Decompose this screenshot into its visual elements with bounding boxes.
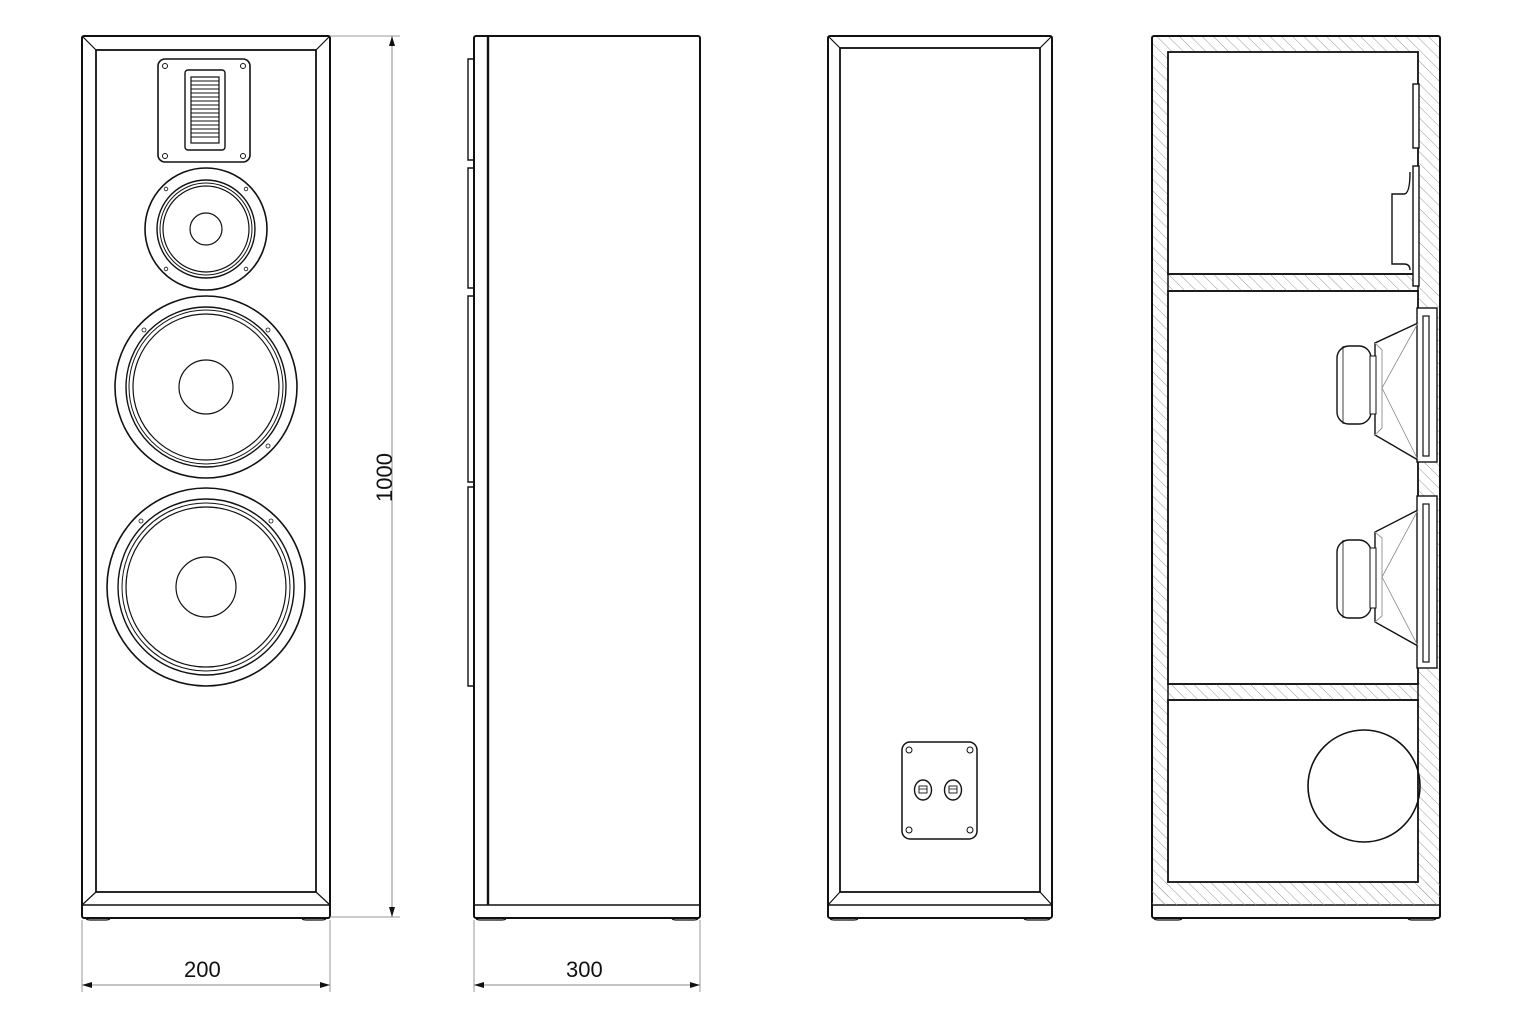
front-cabinet-outline	[81, 35, 331, 919]
rear-cabinet-outline	[827, 35, 1053, 919]
foot-icon	[301, 917, 327, 921]
height-dimension-label: 1000	[372, 453, 397, 502]
woofer-driver-section	[1336, 495, 1438, 669]
side-cabinet-outline	[473, 35, 701, 919]
side-view	[467, 35, 701, 921]
woofer-1	[114, 295, 298, 479]
driver-flanges	[467, 58, 474, 687]
front-view	[81, 35, 331, 921]
width-dimension	[81, 920, 331, 992]
depth-dimension	[473, 920, 701, 992]
foot-icon	[1407, 917, 1437, 921]
depth-dimension-label: 300	[566, 957, 603, 982]
rear-panel	[839, 47, 1041, 893]
foot-icon	[671, 917, 699, 921]
rear-view	[827, 35, 1053, 921]
bass-port	[1307, 729, 1421, 843]
section-view	[1151, 35, 1441, 921]
foot-icon	[1023, 917, 1051, 921]
binding-post-icon	[913, 779, 933, 801]
terminal-plate	[901, 741, 978, 840]
binding-post-icon	[943, 779, 963, 801]
foot-icon	[85, 917, 111, 921]
mid-driver-section	[1336, 307, 1438, 463]
foot-icon	[829, 917, 859, 921]
section-outline	[1151, 35, 1441, 919]
bass-port-chamber	[1167, 699, 1419, 883]
height-dimension	[330, 35, 400, 918]
tweeter-chamber	[1167, 51, 1419, 275]
woofer-2	[106, 487, 306, 687]
foot-icon	[475, 917, 507, 921]
tweeter-section	[1391, 83, 1420, 287]
width-dimension-label: 200	[184, 957, 221, 982]
ribbon-tweeter	[157, 58, 251, 163]
midrange-driver	[144, 167, 268, 291]
foot-icon	[1153, 917, 1183, 921]
front-baffle	[95, 49, 317, 893]
